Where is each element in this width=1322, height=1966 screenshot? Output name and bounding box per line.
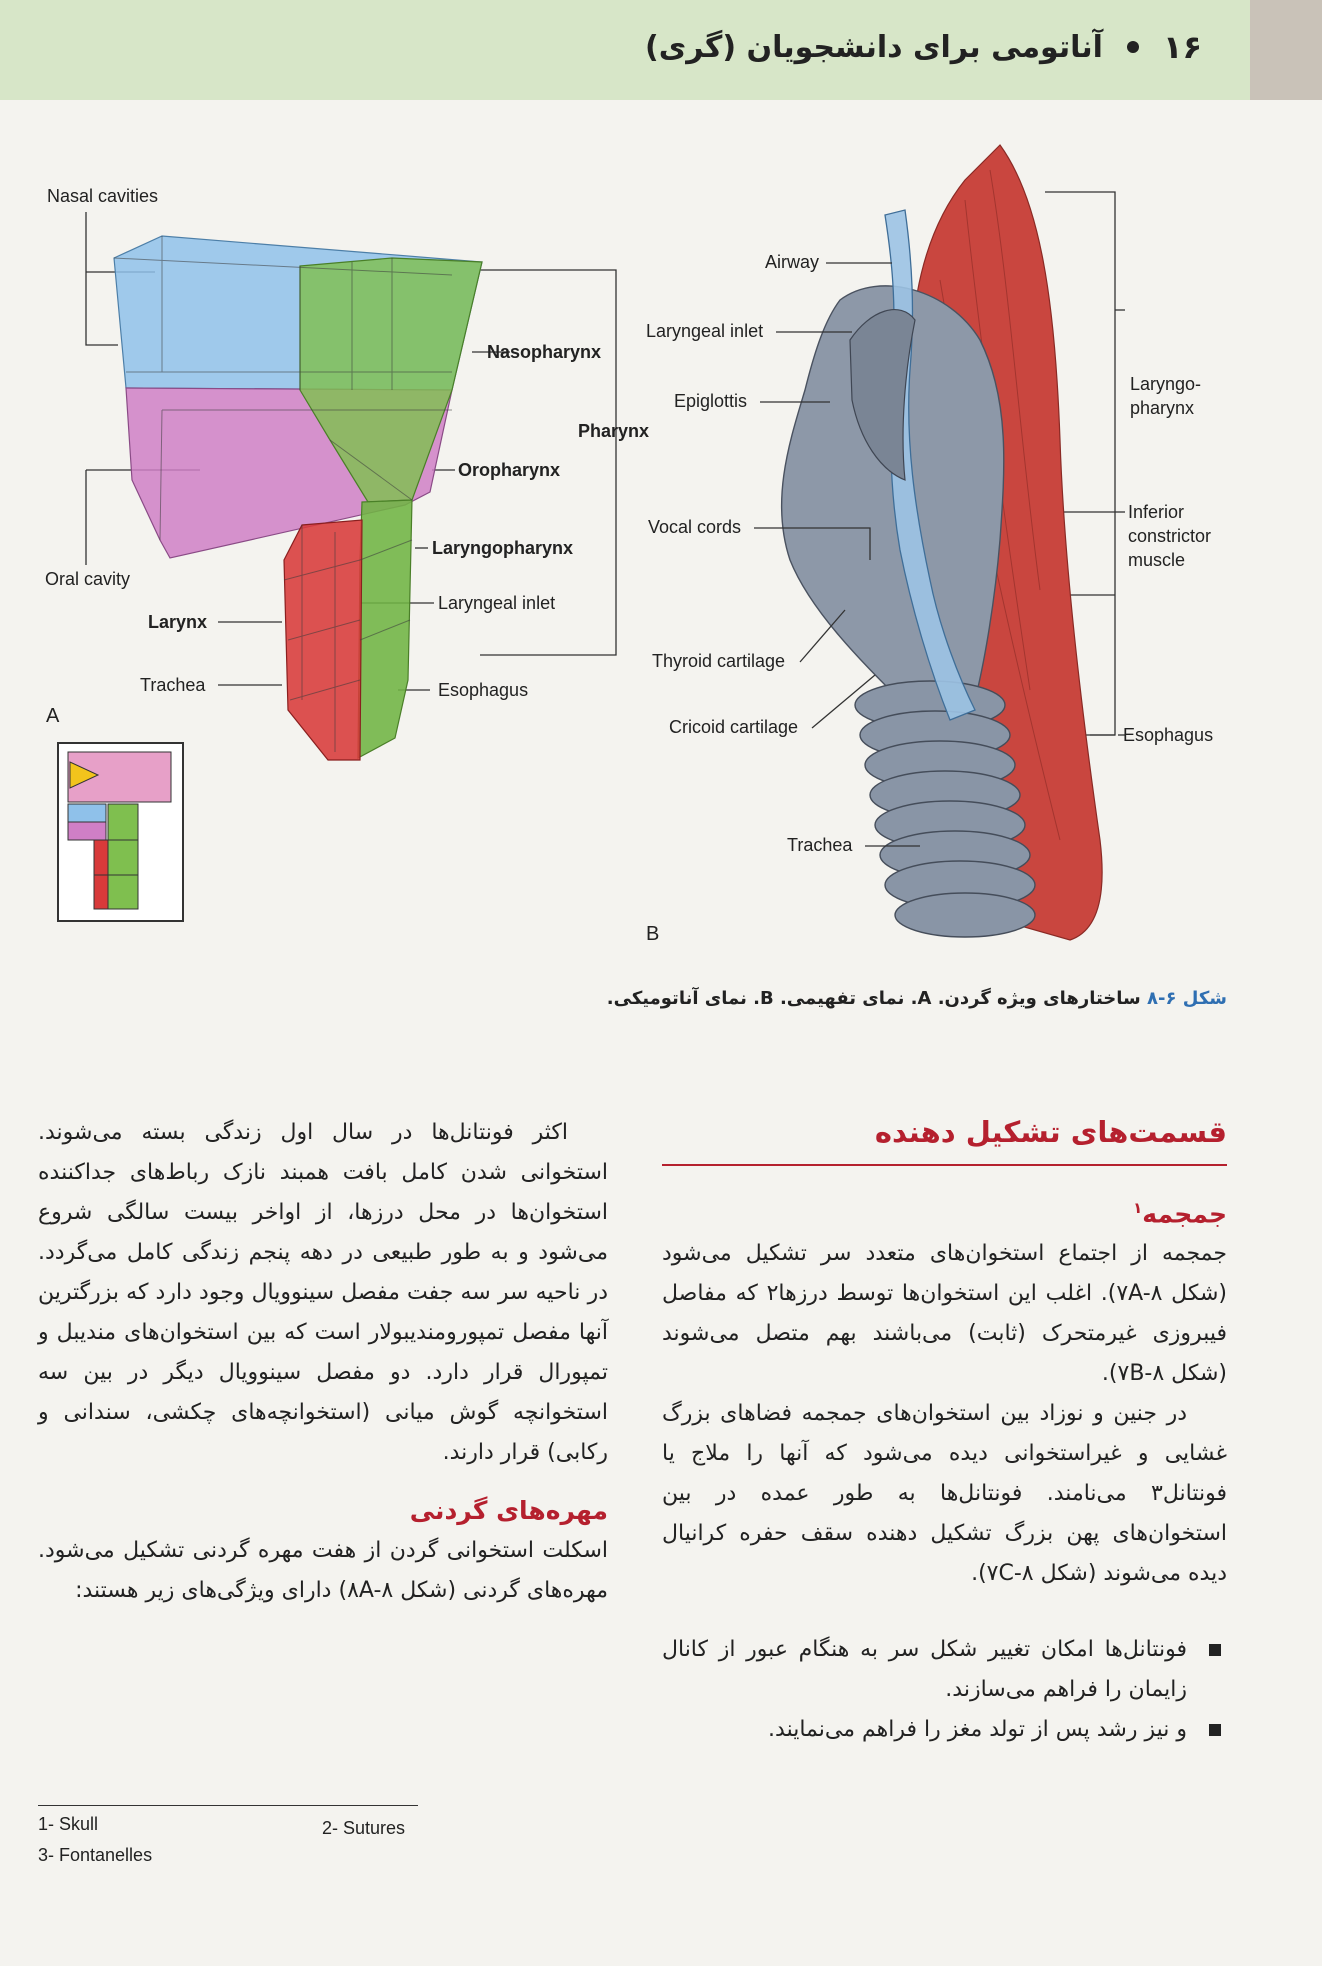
label-trachea-a: Trachea xyxy=(140,675,206,695)
label-airway: Airway xyxy=(765,252,819,272)
label-inferior-line2: constrictor xyxy=(1128,526,1211,546)
figure-a-diagram: Nasal cavities Nasopharynx Pharynx Oroph… xyxy=(45,186,649,922)
label-thyroid-cartilage: Thyroid cartilage xyxy=(652,651,785,671)
footnote-divider xyxy=(38,1805,418,1806)
skull-heading: جمجمه۱ xyxy=(662,1188,1227,1234)
figure-6-8: Nasal cavities Nasopharynx Pharynx Oroph… xyxy=(45,144,1213,945)
label-nasal-cavities: Nasal cavities xyxy=(47,186,158,206)
list-item: و نیز رشد پس از تولد مغز را فراهم می‌نما… xyxy=(662,1710,1227,1750)
label-inferior-line3: muscle xyxy=(1128,550,1185,570)
fontanelle-paragraph: اکثر فونتانل‌ها در سال اول زندگی بسته می… xyxy=(38,1120,608,1465)
right-column: قسمت‌های تشکیل دهنده جمجمه۱ جمجمه از اجت… xyxy=(662,1110,1227,1750)
footnote-2: 2- Sutures xyxy=(322,1818,406,1838)
label-inferior-line1: Inferior xyxy=(1128,502,1184,522)
figure-b-illustration: Airway Laryngeal inlet Epiglottis Vocal … xyxy=(646,144,1213,945)
label-pharynx: Pharynx xyxy=(578,421,649,441)
panel-label-a: A xyxy=(46,705,60,727)
label-vocal-cords: Vocal cords xyxy=(648,517,741,537)
figure-caption: شکل ۶-۸ ساختارهای ویژه گردن. A. نمای تفه… xyxy=(607,988,1227,1009)
label-epiglottis: Epiglottis xyxy=(674,391,747,411)
footnote-1: 1- Skull xyxy=(38,1814,99,1834)
figure-a-inset xyxy=(57,742,184,922)
vertebrae-paragraph: اسکلت استخوانی گردن از هفت مهره گردنی تش… xyxy=(38,1538,608,1603)
bullet-dot-icon xyxy=(1126,41,1139,53)
skull-footnote-ref: ۱ xyxy=(1133,1199,1143,1217)
label-laryngopharynx-line1: Laryngo- xyxy=(1130,374,1201,394)
skull-paragraph-1: جمجمه از اجتماع استخوان‌های متعدد سر تشک… xyxy=(662,1241,1228,1387)
label-cricoid-cartilage: Cricoid cartilage xyxy=(669,717,798,737)
caption-number: شکل ۶-۸ xyxy=(1147,988,1227,1009)
label-nasopharynx: Nasopharynx xyxy=(487,342,601,362)
left-column: اکثر فونتانل‌ها در سال اول زندگی بسته می… xyxy=(38,1113,608,1611)
panel-label-b: B xyxy=(646,923,659,945)
footnote-3: 3- Fontanelles xyxy=(38,1845,153,1865)
vertebrae-heading: مهره‌های گردنی xyxy=(409,1496,608,1525)
header-text: ۱۶ آناتومی برای دانشجویان (گری) xyxy=(645,28,1202,66)
header-decoration xyxy=(1250,0,1322,100)
page-number: ۱۶ xyxy=(1162,28,1202,66)
label-larynx: Larynx xyxy=(148,612,207,632)
page-header xyxy=(0,0,1250,100)
label-esophagus-b: Esophagus xyxy=(1123,725,1213,745)
label-trachea-b: Trachea xyxy=(787,835,853,855)
skull-paragraph-2: در جنین و نوزاد بین استخوان‌های جمجمه فض… xyxy=(662,1401,1227,1587)
label-laryngeal-inlet-b: Laryngeal inlet xyxy=(646,321,763,341)
label-laryngeal-inlet-a: Laryngeal inlet xyxy=(438,593,555,613)
label-laryngopharynx: Laryngopharynx xyxy=(432,538,573,558)
label-esophagus-a: Esophagus xyxy=(438,680,528,700)
skull-title: جمجمه xyxy=(1142,1199,1227,1229)
fontanelle-bullet-list: فونتانل‌ها امکان تغییر شکل سر به هنگام ع… xyxy=(662,1630,1227,1750)
label-laryngopharynx-line2: pharynx xyxy=(1130,398,1194,418)
caption-text: ساختارهای ویژه گردن. A. نمای تفهیمی. B. … xyxy=(606,988,1147,1009)
label-oral-cavity: Oral cavity xyxy=(45,569,130,589)
label-oropharynx: Oropharynx xyxy=(458,460,560,480)
list-item: فونتانل‌ها امکان تغییر شکل سر به هنگام ع… xyxy=(662,1630,1227,1710)
book-title: آناتومی برای دانشجویان (گری) xyxy=(645,29,1103,65)
section-title: قسمت‌های تشکیل دهنده xyxy=(662,1110,1227,1166)
